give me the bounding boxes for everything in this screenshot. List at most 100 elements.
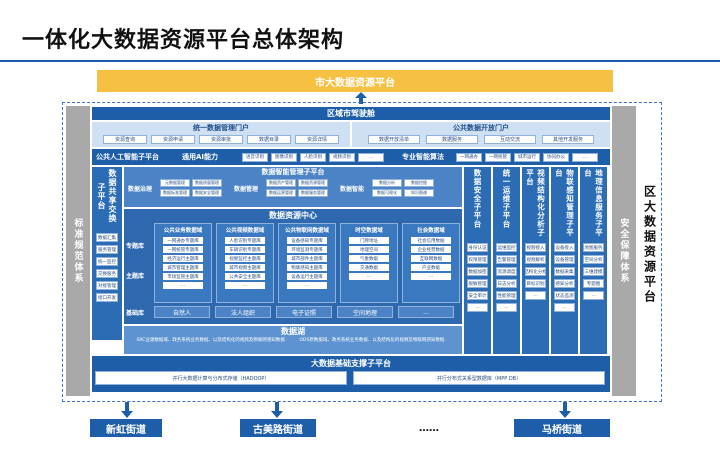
data-domain: 公共业务数据域一网通办专题库一网统管专题库经济运行主题库城市管理主题库市场监管主… (154, 223, 212, 303)
governance-item: 元数据管理 (160, 179, 190, 187)
street-arrows (121, 402, 571, 418)
base-item: ... (398, 306, 454, 318)
subplatform-item: 权限管理 (467, 255, 488, 264)
subplatform-item: 目标识别 (525, 279, 546, 288)
subplatform-item: 地图服务 (583, 243, 604, 252)
subplatform-column: 视频结构化分析子平台视频接入视频解析结构化分析目标识别... (522, 167, 549, 354)
subplatform-title: 视频结构化分析子平台 (525, 169, 546, 237)
district-platform-label: 区大数据资源平台 (642, 185, 657, 305)
exchange-item: 统一监控 (96, 257, 118, 266)
domain-item: 交通数据 (349, 264, 389, 271)
subplatform-item: 视频接入 (525, 243, 546, 252)
hadoop-box: 并行大数据计算与分布式存储（HADOOP） (95, 371, 347, 385)
exchange-item: 接口开发 (96, 293, 118, 302)
subplatform-column: 统一运维子平台运维监控告警管理资源调度日志分析性能管理... (493, 167, 520, 354)
portal-right-title: 公共数据开放门户 (453, 123, 509, 132)
subplatform-title: 数据安全子平台 (473, 169, 482, 229)
subplatform-item: 资源调度 (496, 267, 517, 276)
governance-item: 数据安全管理 (192, 189, 222, 197)
subplatform-item: 专题图 (583, 279, 604, 288)
ai-platform-bar: 公共人工智能子平台 通用AI能力 语音识别图像识别人脸识别视频识别... 专业智… (92, 149, 610, 165)
domain-item: 社会信用数据 (411, 237, 451, 244)
ai-pro-label: 专业智能算法 (402, 153, 444, 161)
mpp-db-box: 并行分布式关系型数据库（MPP DB） (353, 371, 605, 385)
intelligence-items: 数据分析数据挖掘数据可视化知识图谱 (372, 179, 434, 197)
subplatform-item: 安全审计 (467, 291, 488, 300)
domain-item: 经济运行主题库 (163, 255, 203, 262)
subplatform-item: 身份认证 (467, 243, 488, 252)
subplatform-item: 运维监控 (496, 243, 517, 252)
domain-item: ... (349, 273, 389, 280)
subplatform-item: 视频解析 (525, 255, 546, 264)
subplatform-items: 身份认证权限管理数据加密脱敏管理安全审计... (467, 243, 488, 312)
governance-label: 数据治理 (128, 185, 153, 193)
data-management-portal: 统一数据管理门户 资源查询资源申请资源审批数据目录资源详情 (92, 122, 350, 147)
down-arrow-icon (271, 402, 283, 418)
governance-item: 数据质量管理 (192, 179, 222, 187)
exchange-items: 数据汇集服务管理统一监控交换服务对接管理接口开发 (92, 233, 122, 302)
portal-left-item: 资源查询 (103, 135, 147, 144)
domain-title: 公共视频数据域 (225, 228, 265, 234)
management-items: 数据资产管理数据资源管理数据运营管理数据服务管理 (266, 179, 328, 197)
ai-general-item: 人脸识别 (300, 152, 326, 162)
domain-item: 一网通办专题库 (163, 237, 203, 244)
subplatform-item: 感知分析 (554, 279, 575, 288)
data-lake-left-text: SRC业源数据域、政务系统业务数据、以及结构化的视频及物联网感知数据 (136, 338, 285, 343)
domain-item: 公共安全主题库 (225, 273, 265, 280)
subplatform-item: 三维建模 (583, 267, 604, 276)
subplatform-items: 地图服务空间分析三维建模专题图... (583, 243, 604, 300)
ai-platform-title: 公共人工智能子平台 (96, 153, 159, 161)
governance-item: 数据标准管理 (160, 189, 190, 197)
district-platform-frame (62, 102, 662, 402)
base-items: 自然人法人组织电子证照空间地理... (154, 306, 454, 318)
management-item: 数据服务管理 (298, 189, 328, 197)
subplatform-items: 视频接入视频解析结构化分析目标识别... (525, 243, 546, 300)
street-gumei: 古美路街道 (240, 419, 316, 437)
domain-item: 产业数据 (411, 264, 451, 271)
subplatform-column: 地理信息服务子平台地图服务空间分析三维建模专题图... (580, 167, 607, 354)
domain-item: ... (163, 282, 203, 289)
domain-item: 城市管理主题库 (163, 264, 203, 271)
management-item: 数据资产管理 (266, 179, 296, 187)
domain-item: 互联网数据 (411, 255, 451, 262)
subplatform-item: ... (525, 291, 546, 300)
resource-center-title: 数据资源中心 (269, 210, 317, 220)
subplatform-item: 脱敏管理 (467, 279, 488, 288)
intelligence-label: 数据智能 (340, 185, 365, 193)
domain-item: 物联感知主题库 (287, 264, 327, 271)
subplatform-title: 物联感知管理子平台 (554, 169, 575, 237)
portal-left-items: 资源查询资源申请资源审批数据目录资源详情 (92, 133, 350, 144)
data-lake: 数据湖 SRC业源数据域、政务系统业务数据、以及结构化的视频及物联网感知数据 O… (124, 326, 462, 354)
ai-general-item: 图像识别 (271, 152, 297, 162)
subplatform-item: 空间分析 (583, 255, 604, 264)
street-maqiao: 马桥街道 (514, 419, 610, 437)
subplatform-item: ... (554, 303, 575, 312)
portal-left-item: 数据目录 (247, 135, 291, 144)
domain-title: 社会数据域 (417, 228, 445, 234)
portal-left-item: 资源审批 (199, 135, 243, 144)
infrastructure-platform: 大数据基础支撑子平台 并行大数据计算与分布式存储（HADOOP） 并行分布式关系… (92, 356, 610, 392)
domain-item: 企业经营数据 (411, 246, 451, 253)
domain-item: 门牌地址 (349, 237, 389, 244)
domain-item: ... (411, 273, 451, 280)
ai-pro-items: 一网通办一网统管城市运行协同办公... (456, 152, 598, 162)
portal-right-item: 数据服务 (426, 135, 478, 144)
subplatform-items: 运维监控告警管理资源调度日志分析性能管理... (496, 243, 517, 312)
exchange-title: 数据共享交换子平台 (97, 169, 117, 223)
intelligence-item: 数据分析 (372, 179, 402, 187)
data-domain: 社会数据域社会信用数据企业经营数据互联网数据产业数据... (402, 223, 460, 303)
domain-item: ... (225, 282, 265, 289)
domain-item: 地理空间 (349, 246, 389, 253)
down-arrow-icon (121, 402, 133, 418)
base-item: 自然人 (154, 306, 210, 318)
domain-title: 时空数据域 (355, 228, 383, 234)
subplatform-item: 数据采集 (554, 267, 575, 276)
domain-item: 气象数据 (349, 255, 389, 262)
row-label-subject: 主题库 (126, 273, 145, 280)
management-item: 数据运营管理 (266, 189, 296, 197)
street-ellipsis: …… (419, 422, 439, 434)
domain-item: ... (287, 282, 327, 289)
standards-band: 标准规范体系 (66, 106, 90, 396)
ai-general-item: 视频识别 (329, 152, 355, 162)
data-open-portal: 公共数据开放门户 数据开放清单数据服务互动交流其他开发服务 (352, 122, 610, 147)
